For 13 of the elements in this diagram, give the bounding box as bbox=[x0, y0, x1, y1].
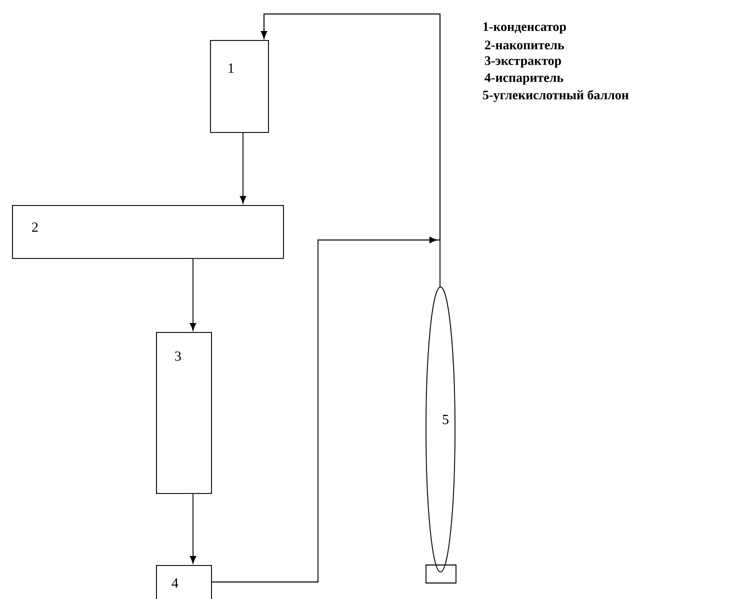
arrow bbox=[190, 258, 196, 331]
legend-entry: 5-углекислотный баллон bbox=[482, 90, 629, 102]
arrow bbox=[240, 132, 246, 204]
arrow bbox=[190, 493, 196, 564]
legend-entry: 3-экстрактор bbox=[484, 56, 561, 68]
process-box: 4 bbox=[156, 565, 212, 599]
process-box: 2 bbox=[12, 205, 284, 259]
legend-entry: 1-конденсатор bbox=[484, 22, 566, 34]
process-box: 3 bbox=[156, 332, 212, 494]
legend-entry: 2-накопитель bbox=[485, 40, 564, 50]
arrow bbox=[211, 14, 440, 582]
process-box: 1 bbox=[210, 40, 269, 133]
legend-entry: 4-испаритель bbox=[484, 73, 564, 85]
